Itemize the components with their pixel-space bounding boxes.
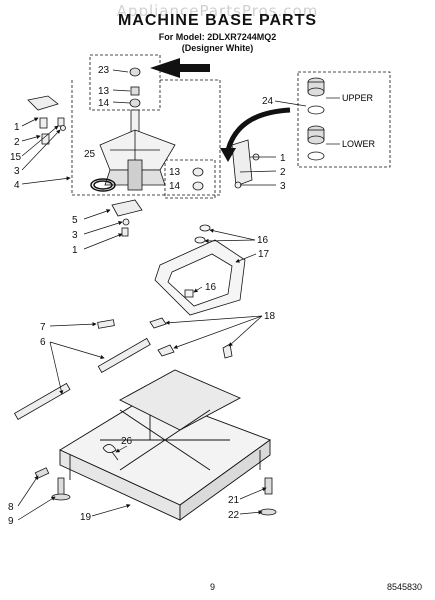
callout-25: 25 <box>84 149 96 160</box>
pointer-arrow-top <box>150 58 210 78</box>
callout-6: 6 <box>40 337 46 348</box>
big-curved-arrow <box>220 107 291 162</box>
callout-7: 7 <box>40 322 46 333</box>
callout-15: 15 <box>10 152 22 163</box>
callout-22: 22 <box>228 510 240 521</box>
callout-23: 23 <box>98 65 110 76</box>
gearcase-assembly-box <box>71 54 221 199</box>
watermark: AppliancePartsPros.com <box>116 2 319 20</box>
drive-belt <box>90 178 116 192</box>
callout-3: 3 <box>14 166 20 177</box>
drive-parts-top <box>129 67 141 108</box>
callout-1: 1 <box>14 122 20 133</box>
upper-label: UPPER <box>342 93 374 103</box>
callout-9: 9 <box>8 516 14 527</box>
callout-3-right: 3 <box>280 181 286 192</box>
callout-8: 8 <box>8 502 14 513</box>
callout-18: 18 <box>264 311 276 322</box>
callout-24: 24 <box>262 96 274 107</box>
callout-3-lower: 3 <box>72 230 78 241</box>
leader-lines <box>17 69 307 521</box>
lower-bracket-parts <box>111 199 143 237</box>
color-line: (Designer White) <box>181 43 254 53</box>
callout-14-right: 14 <box>169 181 181 192</box>
callout-26: 26 <box>121 436 133 447</box>
clips-and-brackets <box>13 317 233 421</box>
callout-numbers: 23 13 14 1 2 15 3 4 25 24 1 2 3 13 14 5 … <box>8 65 286 527</box>
callout-16-frame: 16 <box>205 282 217 293</box>
left-bracket-parts <box>27 95 66 145</box>
callout-14: 14 <box>98 98 110 109</box>
page-number: 9 <box>210 582 216 592</box>
callout-2: 2 <box>14 137 20 148</box>
transmission-gearcase <box>99 109 176 191</box>
callout-4: 4 <box>14 180 20 191</box>
leveling-feet <box>34 444 277 516</box>
lower-label: LOWER <box>342 139 376 149</box>
model-line: For Model: 2DLXR7244MQ2 <box>158 32 277 42</box>
callout-1-right: 1 <box>280 153 286 164</box>
upper-lower-inset: UPPER LOWER <box>297 71 391 168</box>
right-bracket-parts <box>192 139 260 191</box>
callout-21: 21 <box>228 495 240 506</box>
page-title: MACHINE BASE PARTS <box>117 12 318 29</box>
suspension-frame <box>154 224 246 316</box>
callout-13: 13 <box>98 86 110 97</box>
machine-base <box>59 369 271 521</box>
callout-5: 5 <box>72 215 78 226</box>
callout-13-right: 13 <box>169 167 181 178</box>
callout-1-lower: 1 <box>72 245 78 256</box>
callout-2-right: 2 <box>280 167 286 178</box>
document-code: 8545830 <box>387 582 423 592</box>
callout-16: 16 <box>257 235 269 246</box>
callout-17: 17 <box>258 249 270 260</box>
callout-19: 19 <box>80 512 92 523</box>
